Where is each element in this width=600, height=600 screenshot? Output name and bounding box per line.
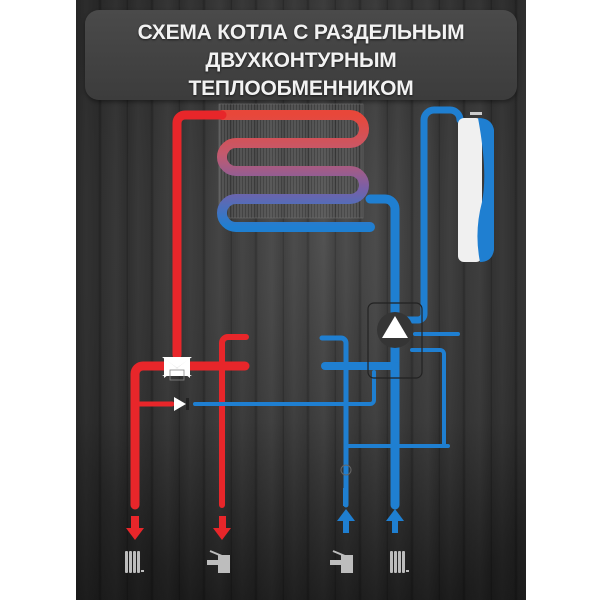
heating-supply-arrow-shaft	[131, 516, 139, 530]
diagram-title: СХЕМА КОТЛА С РАЗДЕЛЬНЫМ ДВУХКОНТУРНЫМ Т…	[85, 19, 517, 103]
cold-water-arrow-icon	[337, 509, 355, 521]
cold-water-pipe-dash	[343, 488, 348, 506]
heating-supply-arrow-icon	[126, 528, 144, 540]
heat-exchanger	[217, 103, 375, 232]
faucet-icon	[330, 550, 353, 573]
flow-sensor-icon	[340, 464, 352, 476]
title-line-3: ТЕПЛООБМЕННИКОМ	[188, 77, 414, 100]
radiator-icon	[125, 551, 144, 573]
hot-water-arrow-icon	[213, 528, 231, 540]
heating-return-arrow-icon	[386, 509, 404, 521]
bypass-valve-icon	[174, 397, 189, 411]
heating-return-arrow-shaft	[392, 521, 398, 533]
cold-water-arrow-shaft	[343, 521, 349, 533]
hot-circuit	[130, 110, 250, 510]
circulation-pump-icon	[367, 302, 423, 379]
hot-water-arrow-shaft	[219, 516, 226, 530]
three-way-valve-icon	[162, 357, 192, 381]
title-box: СХЕМА КОТЛА С РАЗДЕЛЬНЫМ ДВУХКОНТУРНЫМ Т…	[85, 10, 517, 100]
radiator-icon	[390, 551, 409, 573]
hot-arrows	[126, 516, 231, 540]
bottom-icons	[125, 550, 409, 573]
expansion-tank-icon	[458, 112, 494, 262]
diagram-panel: СХЕМА КОТЛА С РАЗДЕЛЬНЫМ ДВУХКОНТУРНЫМ Т…	[76, 0, 526, 600]
title-line-2: ДВУХКОНТУРНЫМ	[205, 49, 397, 72]
faucet-icon	[207, 550, 230, 573]
background-vignette	[76, 0, 526, 600]
title-line-1: СХЕМА КОТЛА С РАЗДЕЛЬНЫМ	[137, 21, 465, 44]
cold-arrows	[337, 488, 404, 533]
